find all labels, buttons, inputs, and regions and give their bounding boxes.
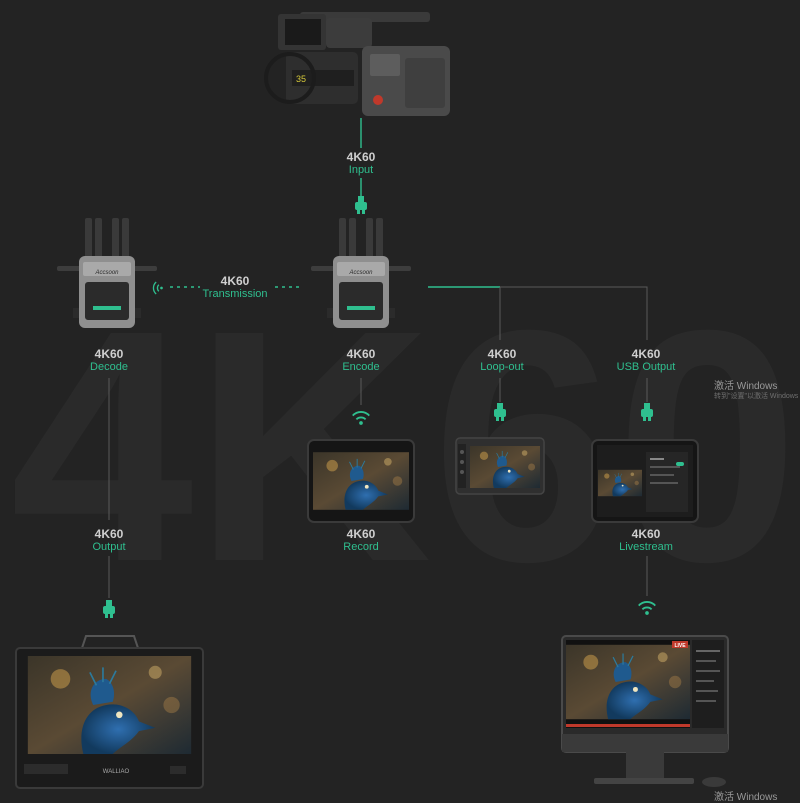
decode-label: Decode [90,361,128,373]
output-label: Output [92,541,126,553]
activation-watermark-bottom: 激活 Windows [714,792,778,803]
tablet-icon [591,439,699,523]
decode-value: 4K60 [94,347,124,361]
activation-watermark-title: 激活 Windows [714,381,778,392]
node-label-encode: 4K60 Encode [301,348,421,374]
svg-text:Accsoon: Accsoon [94,270,119,276]
activation-watermark-subtitle: 转到"设置"以激活 Windows [714,393,799,400]
node-label-transmission: 4K60 Transmission [175,275,295,301]
broadcast-monitor-icon: WALLIAO [15,635,204,789]
node-label-input: 4K60 Input [301,151,421,177]
usb-output-value: 4K60 [631,347,661,361]
encode-value: 4K60 [346,347,376,361]
node-label-output: 4K60 Output [49,528,169,554]
svg-text:LIVE: LIVE [674,643,686,649]
loopout-label: Loop-out [480,361,524,373]
hdmi-connector-icon [355,196,367,214]
encode-label: Encode [342,361,380,373]
desktop-monitor-icon: LIVE [561,635,729,787]
node-label-usb-output: 4K60 USB Output [586,348,706,374]
node-label-record: 4K60 Record [301,528,421,554]
record-label: Record [343,541,379,553]
livestream-value: 4K60 [631,527,661,541]
receiver-icon: Accsoon [57,218,157,328]
node-label-decode: 4K60 Decode [49,348,169,374]
input-value: 4K60 [346,150,376,164]
transmission-label: Transmission [202,288,268,300]
camera-icon: 35 [264,12,450,116]
output-value: 4K60 [94,527,124,541]
field-monitor-icon [455,437,545,495]
svg-text:35: 35 [296,74,306,84]
branch-lines [108,286,648,598]
usb-output-label: USB Output [616,361,676,373]
record-value: 4K60 [346,527,376,541]
connection-lines [170,118,500,288]
node-label-livestream: 4K60 Livestream [586,528,706,554]
input-label: Input [348,164,374,176]
svg-text:Accsoon: Accsoon [348,270,373,276]
transmitter-icon: Accsoon [311,218,411,328]
loopout-value: 4K60 [487,347,517,361]
node-label-loopout: 4K60 Loop-out [442,348,562,374]
livestream-label: Livestream [619,541,673,553]
svg-text:WALLIAO: WALLIAO [103,769,130,775]
transmission-value: 4K60 [220,274,250,288]
tablet-icon [307,439,415,523]
